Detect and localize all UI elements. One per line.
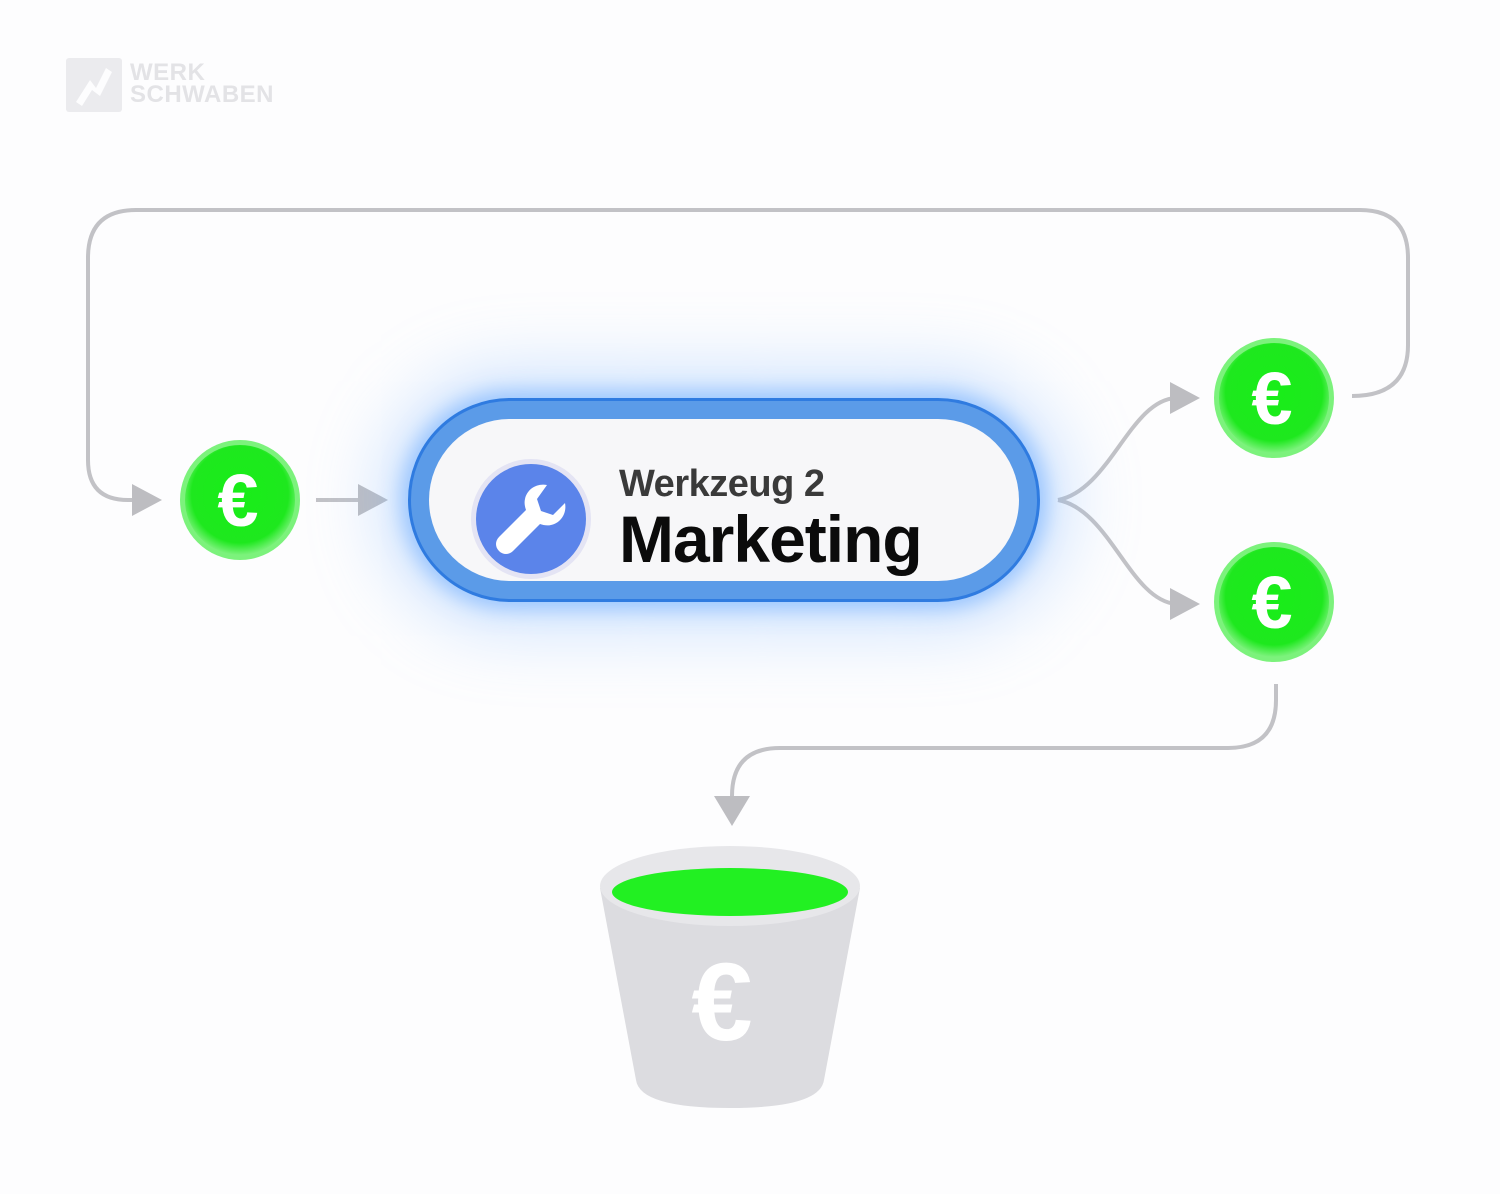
tool-subtitle: Werkzeug 2 (619, 463, 825, 505)
euro-symbol: € (1251, 357, 1292, 440)
arrowhead-to-bucket (714, 796, 750, 826)
bucket-icon: € (600, 846, 860, 1108)
bucket-euro-symbol: € (691, 941, 752, 1064)
tool-title: Marketing (619, 502, 923, 576)
brand-line-1: WERK (130, 59, 206, 86)
split-arrow-lower (1057, 498, 1177, 606)
input-coin: € (180, 440, 300, 560)
euro-symbol: € (1251, 561, 1292, 644)
tool-card-inner: Werkzeug 2 Marketing (429, 419, 1019, 581)
arrowhead-to-card (358, 484, 388, 516)
euro-symbol: € (217, 459, 258, 542)
tool-card: Werkzeug 2 Marketing (408, 398, 1040, 602)
arrowhead-to-lower-coin (1170, 588, 1200, 620)
brand-line-2: SCHWABEN (130, 81, 275, 108)
split-arrow-upper (1057, 396, 1177, 502)
hand-logo-icon (66, 58, 122, 112)
brand-wordmark: WERK SCHWABEN (130, 59, 275, 108)
feedback-loop-connector (86, 208, 1410, 502)
bucket-connector (730, 684, 1278, 800)
output-coin-upper: € (1214, 338, 1334, 458)
werkschwaben-logo: WERK SCHWABEN (66, 58, 326, 114)
arrowhead-to-input-coin (132, 484, 162, 516)
output-coin-lower: € (1214, 542, 1334, 662)
arrowhead-to-upper-coin (1170, 382, 1200, 414)
wrench-icon (471, 459, 591, 579)
